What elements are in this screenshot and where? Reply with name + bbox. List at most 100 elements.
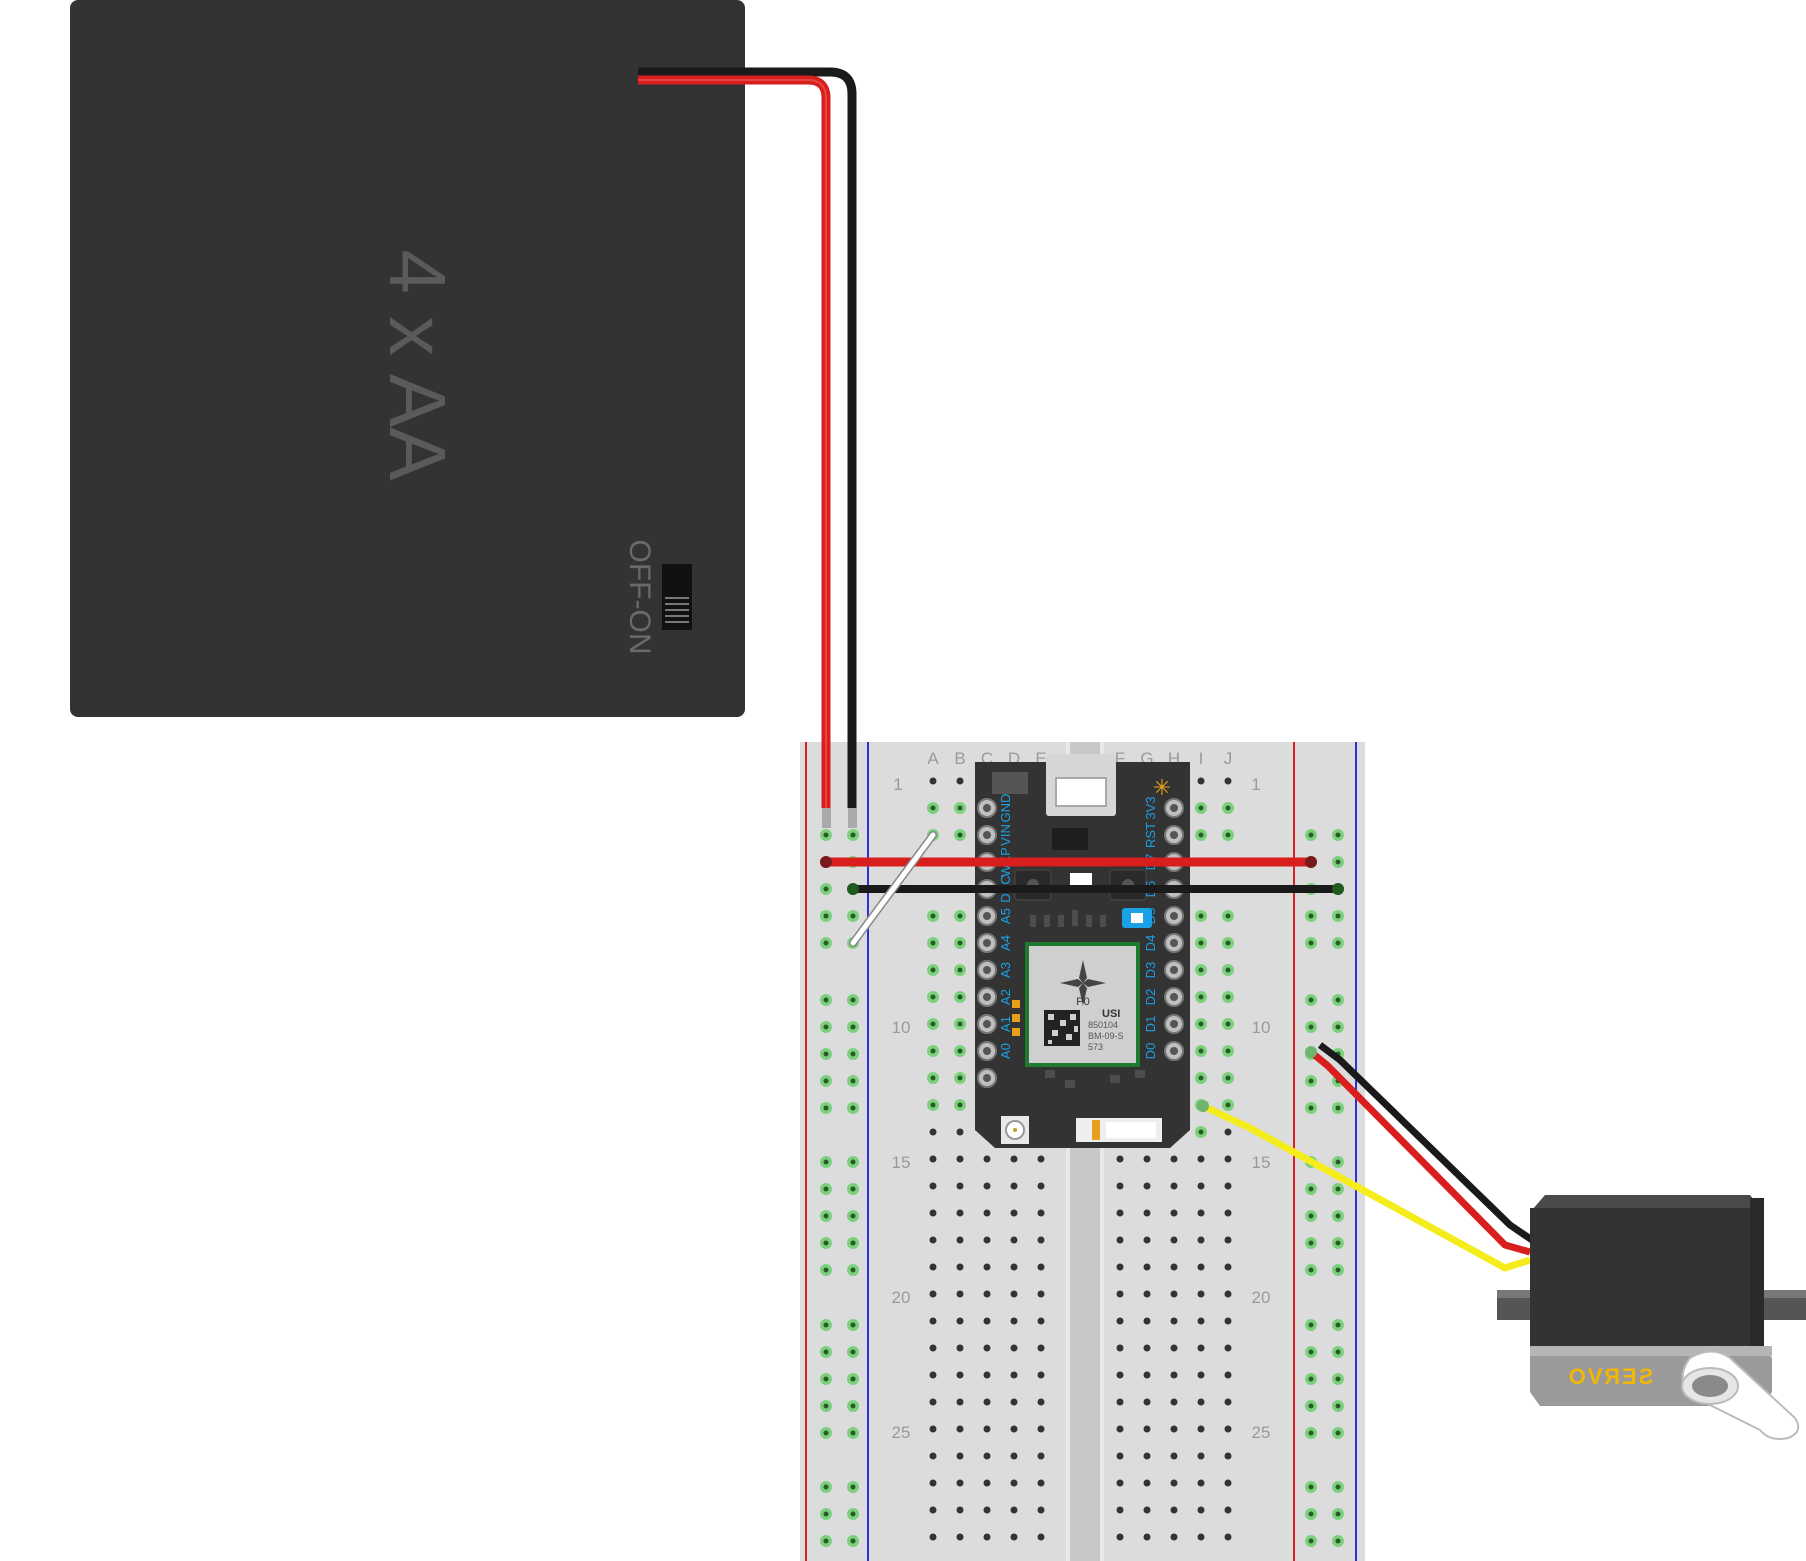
breadboard-hole[interactable] bbox=[1010, 1236, 1018, 1244]
breadboard-hole[interactable] bbox=[1197, 1155, 1205, 1163]
breadboard-hole[interactable] bbox=[1037, 1479, 1045, 1487]
breadboard-hole[interactable] bbox=[929, 1236, 937, 1244]
breadboard-hole[interactable] bbox=[956, 1371, 964, 1379]
breadboard-hole[interactable] bbox=[1197, 1425, 1205, 1433]
breadboard-hole[interactable] bbox=[1224, 1533, 1232, 1541]
breadboard-hole[interactable] bbox=[1170, 1371, 1178, 1379]
breadboard-hole[interactable] bbox=[1170, 1533, 1178, 1541]
breadboard-hole[interactable] bbox=[1143, 1479, 1151, 1487]
breadboard-hole[interactable] bbox=[1143, 1452, 1151, 1460]
breadboard-hole[interactable] bbox=[1197, 1398, 1205, 1406]
battery-ground-wire[interactable] bbox=[638, 67, 857, 808]
breadboard-hole[interactable] bbox=[983, 1506, 991, 1514]
breadboard-hole[interactable] bbox=[1170, 1290, 1178, 1298]
breadboard-hole[interactable] bbox=[929, 1506, 937, 1514]
breadboard-hole[interactable] bbox=[1224, 1398, 1232, 1406]
breadboard-hole[interactable] bbox=[1116, 1533, 1124, 1541]
breadboard-hole[interactable] bbox=[1224, 1182, 1232, 1190]
breadboard-hole[interactable] bbox=[1197, 1371, 1205, 1379]
breadboard-hole[interactable] bbox=[1116, 1371, 1124, 1379]
breadboard-hole[interactable] bbox=[929, 1290, 937, 1298]
breadboard-hole[interactable] bbox=[929, 1182, 937, 1190]
servo-power-wire[interactable] bbox=[1308, 1049, 1531, 1256]
breadboard-hole[interactable] bbox=[1116, 1263, 1124, 1271]
breadboard-hole[interactable] bbox=[1116, 1398, 1124, 1406]
breadboard-hole[interactable] bbox=[1170, 1317, 1178, 1325]
breadboard-hole[interactable] bbox=[1224, 1452, 1232, 1460]
breadboard-hole[interactable] bbox=[1224, 777, 1232, 785]
breadboard-hole[interactable] bbox=[983, 1533, 991, 1541]
breadboard-hole[interactable] bbox=[956, 1128, 964, 1136]
breadboard-hole[interactable] bbox=[1224, 1371, 1232, 1379]
breadboard-hole[interactable] bbox=[929, 1533, 937, 1541]
breadboard-hole[interactable] bbox=[1116, 1452, 1124, 1460]
breadboard-hole[interactable] bbox=[956, 1425, 964, 1433]
breadboard-hole[interactable] bbox=[983, 1182, 991, 1190]
breadboard-hole[interactable] bbox=[1010, 1479, 1018, 1487]
breadboard-hole[interactable] bbox=[1143, 1317, 1151, 1325]
breadboard-hole[interactable] bbox=[983, 1425, 991, 1433]
breadboard-hole[interactable] bbox=[1197, 1506, 1205, 1514]
breadboard-hole[interactable] bbox=[1224, 1479, 1232, 1487]
breadboard-hole[interactable] bbox=[1143, 1398, 1151, 1406]
breadboard-hole[interactable] bbox=[1116, 1317, 1124, 1325]
breadboard-hole[interactable] bbox=[1116, 1182, 1124, 1190]
breadboard-hole[interactable] bbox=[1170, 1155, 1178, 1163]
breadboard-hole[interactable] bbox=[929, 1317, 937, 1325]
breadboard-hole[interactable] bbox=[1224, 1425, 1232, 1433]
breadboard-hole[interactable] bbox=[1143, 1209, 1151, 1217]
breadboard-hole[interactable] bbox=[1116, 1236, 1124, 1244]
breadboard-hole[interactable] bbox=[1116, 1290, 1124, 1298]
breadboard-hole[interactable] bbox=[1143, 1533, 1151, 1541]
breadboard-hole[interactable] bbox=[1037, 1317, 1045, 1325]
breadboard-hole[interactable] bbox=[1116, 1209, 1124, 1217]
breadboard-hole[interactable] bbox=[929, 1209, 937, 1217]
breadboard-hole[interactable] bbox=[1037, 1506, 1045, 1514]
breadboard-hole[interactable] bbox=[1197, 1263, 1205, 1271]
breadboard-hole[interactable] bbox=[1143, 1182, 1151, 1190]
breadboard-hole[interactable] bbox=[929, 1425, 937, 1433]
breadboard-hole[interactable] bbox=[1143, 1344, 1151, 1352]
breadboard-hole[interactable] bbox=[1010, 1263, 1018, 1271]
breadboard-hole[interactable] bbox=[1170, 1479, 1178, 1487]
breadboard-hole[interactable] bbox=[1170, 1344, 1178, 1352]
breadboard-hole[interactable] bbox=[1170, 1452, 1178, 1460]
breadboard-hole[interactable] bbox=[1010, 1371, 1018, 1379]
breadboard-hole[interactable] bbox=[1224, 1128, 1232, 1136]
breadboard-hole[interactable] bbox=[1143, 1290, 1151, 1298]
breadboard-hole[interactable] bbox=[1197, 1209, 1205, 1217]
breadboard-hole[interactable] bbox=[956, 1290, 964, 1298]
breadboard-hole[interactable] bbox=[1116, 1155, 1124, 1163]
breadboard-hole[interactable] bbox=[1010, 1425, 1018, 1433]
breadboard-hole[interactable] bbox=[983, 1452, 991, 1460]
breadboard-hole[interactable] bbox=[983, 1290, 991, 1298]
breadboard-hole[interactable] bbox=[929, 1155, 937, 1163]
servo-horn[interactable] bbox=[1681, 1350, 1800, 1440]
breadboard-hole[interactable] bbox=[1197, 1479, 1205, 1487]
breadboard-hole[interactable] bbox=[956, 1533, 964, 1541]
breadboard-hole[interactable] bbox=[1116, 1344, 1124, 1352]
breadboard-hole[interactable] bbox=[1224, 1209, 1232, 1217]
breadboard-hole[interactable] bbox=[1170, 1209, 1178, 1217]
breadboard-hole[interactable] bbox=[956, 1182, 964, 1190]
breadboard-hole[interactable] bbox=[1037, 1398, 1045, 1406]
breadboard-hole[interactable] bbox=[983, 1344, 991, 1352]
breadboard-hole[interactable] bbox=[1010, 1209, 1018, 1217]
breadboard-hole[interactable] bbox=[1170, 1398, 1178, 1406]
breadboard-hole[interactable] bbox=[1170, 1263, 1178, 1271]
breadboard-hole[interactable] bbox=[983, 1263, 991, 1271]
breadboard-hole[interactable] bbox=[1224, 1317, 1232, 1325]
breadboard-hole[interactable] bbox=[1224, 1155, 1232, 1163]
breadboard-hole[interactable] bbox=[1010, 1155, 1018, 1163]
breadboard-hole[interactable] bbox=[1143, 1155, 1151, 1163]
breadboard-hole[interactable] bbox=[1143, 1425, 1151, 1433]
breadboard-hole[interactable] bbox=[1037, 1344, 1045, 1352]
breadboard-hole[interactable] bbox=[1224, 1236, 1232, 1244]
breadboard-hole[interactable] bbox=[929, 1371, 937, 1379]
breadboard-hole[interactable] bbox=[1037, 1182, 1045, 1190]
breadboard-hole[interactable] bbox=[1116, 1506, 1124, 1514]
breadboard-hole[interactable] bbox=[1170, 1425, 1178, 1433]
breadboard-hole[interactable] bbox=[956, 1452, 964, 1460]
breadboard-hole[interactable] bbox=[1037, 1425, 1045, 1433]
breadboard-hole[interactable] bbox=[983, 1155, 991, 1163]
